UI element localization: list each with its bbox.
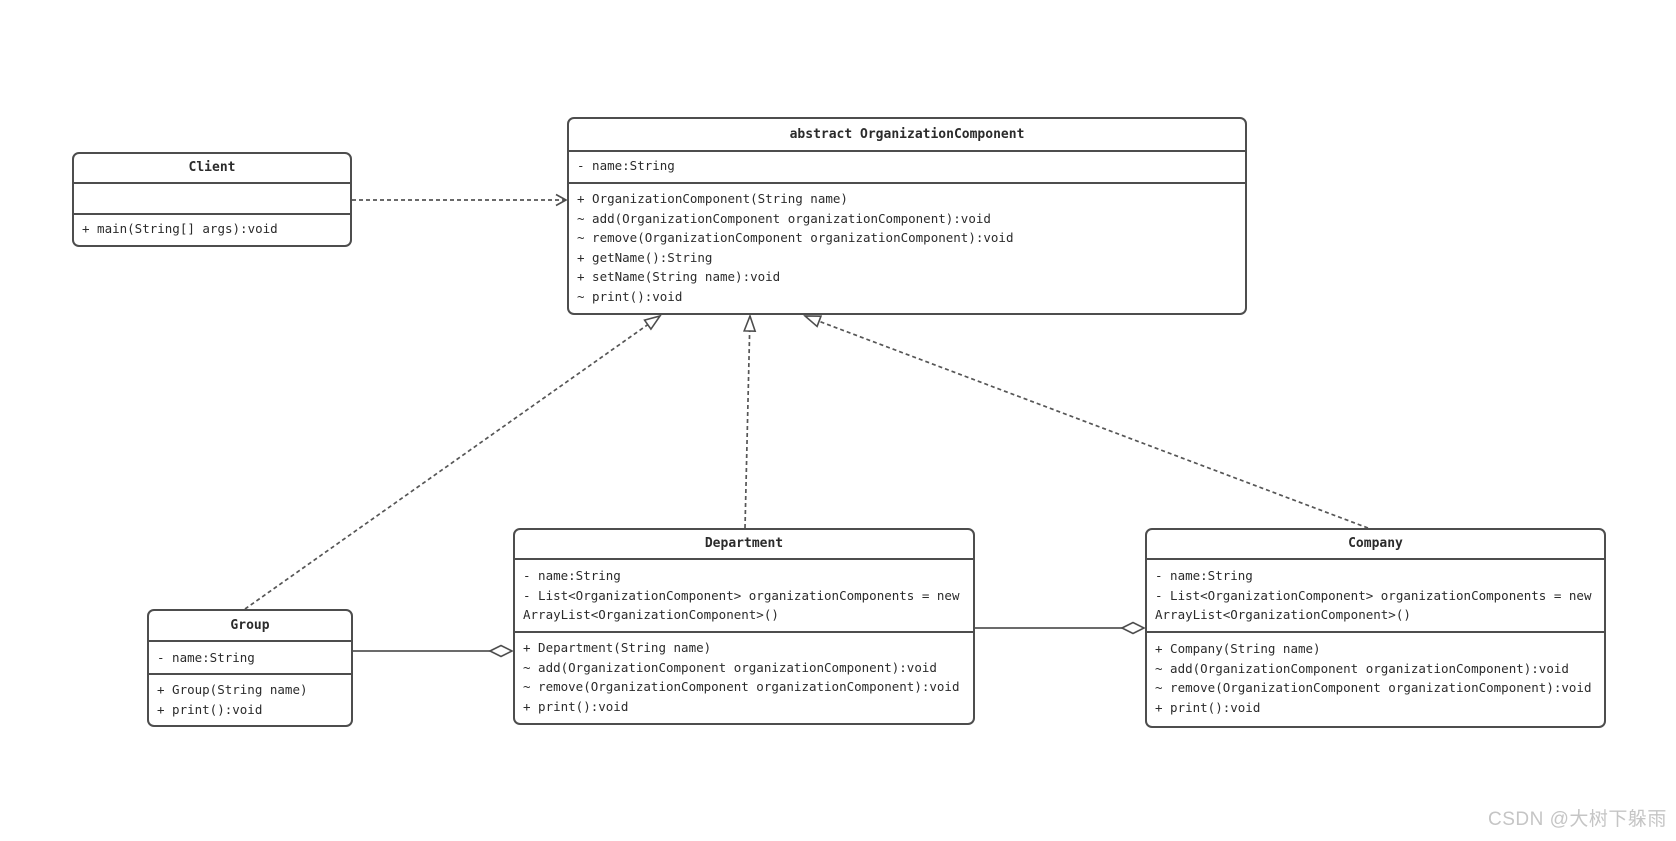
methods-compartment: + main(String[] args):void	[74, 215, 350, 239]
class-title: Department	[515, 530, 973, 560]
method: ~ print():void	[577, 288, 683, 304]
method: ~ add(OrganizationComponent organization…	[577, 210, 991, 226]
class-organization-component: abstract OrganizationComponent - name:St…	[567, 117, 1247, 315]
attribute: - name:String	[523, 568, 621, 583]
methods-compartment: + Company(String name) ~ add(Organizatio…	[1147, 633, 1604, 717]
methods-compartment: + Group(String name) + print():void	[149, 675, 351, 719]
attributes-compartment: - name:String	[569, 152, 1245, 184]
method: + main(String[] args):void	[82, 221, 278, 236]
attribute: - name:String	[157, 650, 255, 665]
method: ~ remove(OrganizationComponent organizat…	[577, 230, 1014, 245]
method: ~ add(OrganizationComponent organization…	[1155, 660, 1569, 676]
method: ~ add(OrganizationComponent organization…	[523, 659, 937, 675]
method: + Group(String name)	[157, 682, 308, 697]
class-company: Company - name:String - List<Organizatio…	[1145, 528, 1606, 728]
class-title: Client	[74, 154, 350, 184]
generalization-group-to-organizationcomponent	[244, 316, 660, 610]
class-department: Department - name:String - List<Organiza…	[513, 528, 975, 725]
methods-compartment: + Department(String name) ~ add(Organiza…	[515, 633, 973, 716]
method: + getName():String	[577, 249, 713, 265]
generalization-department-to-organizationcomponent	[745, 316, 750, 529]
attributes-compartment	[74, 184, 350, 215]
method: + OrganizationComponent(String name)	[577, 191, 848, 206]
attribute: - List<OrganizationComponent> organizati…	[523, 587, 960, 623]
method: ~ remove(OrganizationComponent organizat…	[523, 679, 960, 694]
method: + Department(String name)	[523, 640, 712, 655]
attributes-compartment: - name:String - List<OrganizationCompone…	[1147, 560, 1604, 633]
attribute: - List<OrganizationComponent> organizati…	[1155, 587, 1592, 623]
method: + Company(String name)	[1155, 641, 1321, 656]
attributes-compartment: - name:String - List<OrganizationCompone…	[515, 560, 973, 633]
class-title: abstract OrganizationComponent	[569, 119, 1245, 152]
generalization-company-to-organizationcomponent	[805, 316, 1369, 529]
method: + print():void	[157, 701, 263, 717]
method: + setName(String name):void	[577, 269, 781, 284]
class-group: Group - name:String + Group(String name)…	[147, 609, 353, 727]
class-title: Company	[1147, 530, 1604, 560]
method: + print():void	[1155, 699, 1261, 715]
method: ~ remove(OrganizationComponent organizat…	[1155, 680, 1592, 695]
class-client: Client + main(String[] args):void	[72, 152, 352, 247]
csdn-watermark: CSDN @大树下躲雨	[1488, 809, 1667, 830]
class-title: Group	[149, 611, 351, 642]
methods-compartment: + OrganizationComponent(String name) ~ a…	[569, 184, 1245, 306]
attribute: - name:String	[1155, 568, 1253, 583]
attribute: - name:String	[577, 158, 675, 173]
attributes-compartment: - name:String	[149, 642, 351, 675]
method: + print():void	[523, 698, 629, 714]
